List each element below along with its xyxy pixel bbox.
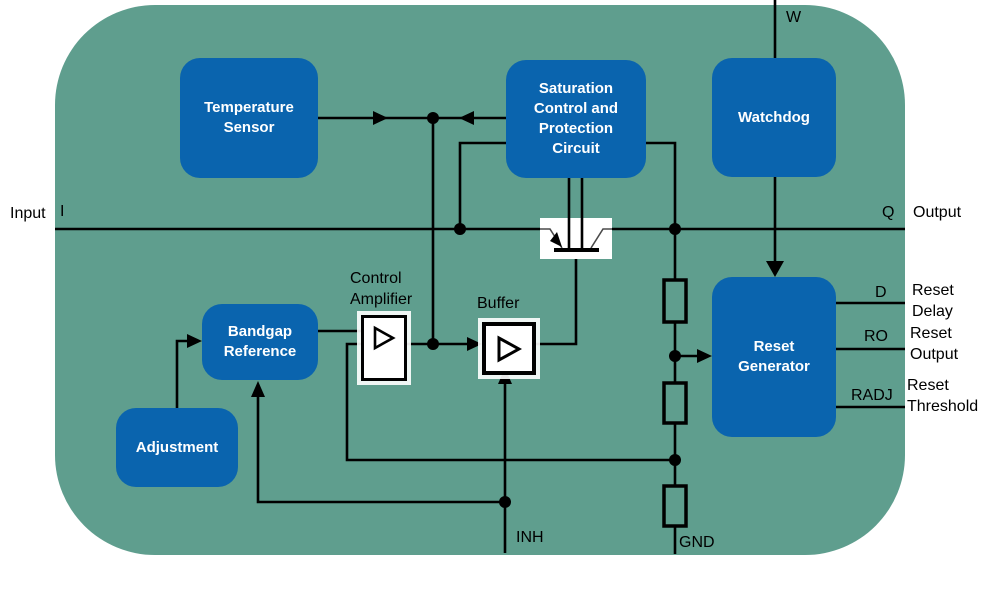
buffer-symbol: [482, 322, 536, 375]
resistor-r3: [662, 484, 688, 528]
resistor-r2: [662, 381, 688, 425]
control-amplifier-symbol: [361, 315, 407, 381]
wire-feedback: [345, 342, 675, 462]
pin-label-output-name: Output: [913, 204, 962, 221]
pin-label-gnd: GND: [679, 534, 715, 551]
amp-triangle-icon: [497, 334, 522, 363]
amp-triangle-icon: [373, 325, 396, 351]
transistor-arrow-icon: [550, 232, 562, 247]
junction-dot: [454, 223, 466, 235]
arrowhead-right-icon: [697, 349, 712, 363]
pin-label-radj: RADJ: [851, 387, 893, 404]
junction-dot: [427, 338, 439, 350]
pin-label-d: D: [875, 284, 887, 301]
pin-label-i: I: [60, 203, 65, 220]
block-adjustment: Adjustment: [116, 408, 238, 487]
arrowhead-down-icon: [766, 261, 784, 277]
pin-label-w: W: [786, 9, 802, 26]
arrowhead-up-icon: [498, 368, 512, 384]
pin-label-reset-threshold: Reset Threshold: [907, 377, 979, 415]
pass-transistor-body: [540, 218, 612, 259]
wire-inh-to-bandgap: [256, 388, 505, 504]
buffer-caption: Buffer: [477, 295, 520, 312]
control-amplifier-caption: Control Amplifier: [350, 270, 413, 308]
arrowhead-up-icon: [251, 381, 265, 397]
block-bandgap-reference: Bandgap Reference: [202, 304, 318, 380]
pin-label-input-name: Input: [10, 205, 46, 222]
wire-buffer-to-transistor: [528, 250, 578, 346]
block-saturation-control: Saturation Control and Protection Circui…: [506, 60, 646, 178]
pin-label-q: Q: [882, 204, 895, 221]
wire-saturation-left-drop: [458, 141, 506, 229]
wire-saturation-right-drop: [646, 141, 677, 229]
arrowhead-right-icon: [467, 337, 482, 351]
pin-label-reset-delay: Reset Delay: [912, 282, 954, 320]
block-temperature-sensor: Temperature Sensor: [180, 58, 318, 178]
arrowhead-left-icon: [459, 111, 474, 125]
transistor-collector-lead: [590, 228, 612, 249]
wire-adjustment-to-bandgap: [175, 339, 190, 408]
arrowhead-right-icon: [187, 334, 202, 348]
block-watchdog: Watchdog: [712, 58, 836, 177]
pin-label-reset-output: Reset Output: [910, 325, 959, 363]
pin-label-ro: RO: [864, 328, 888, 345]
pin-label-inh: INH: [516, 529, 544, 546]
resistor-r1: [662, 278, 688, 324]
block-reset-generator: Reset Generator: [712, 277, 836, 437]
arrowhead-right-icon: [373, 111, 388, 125]
